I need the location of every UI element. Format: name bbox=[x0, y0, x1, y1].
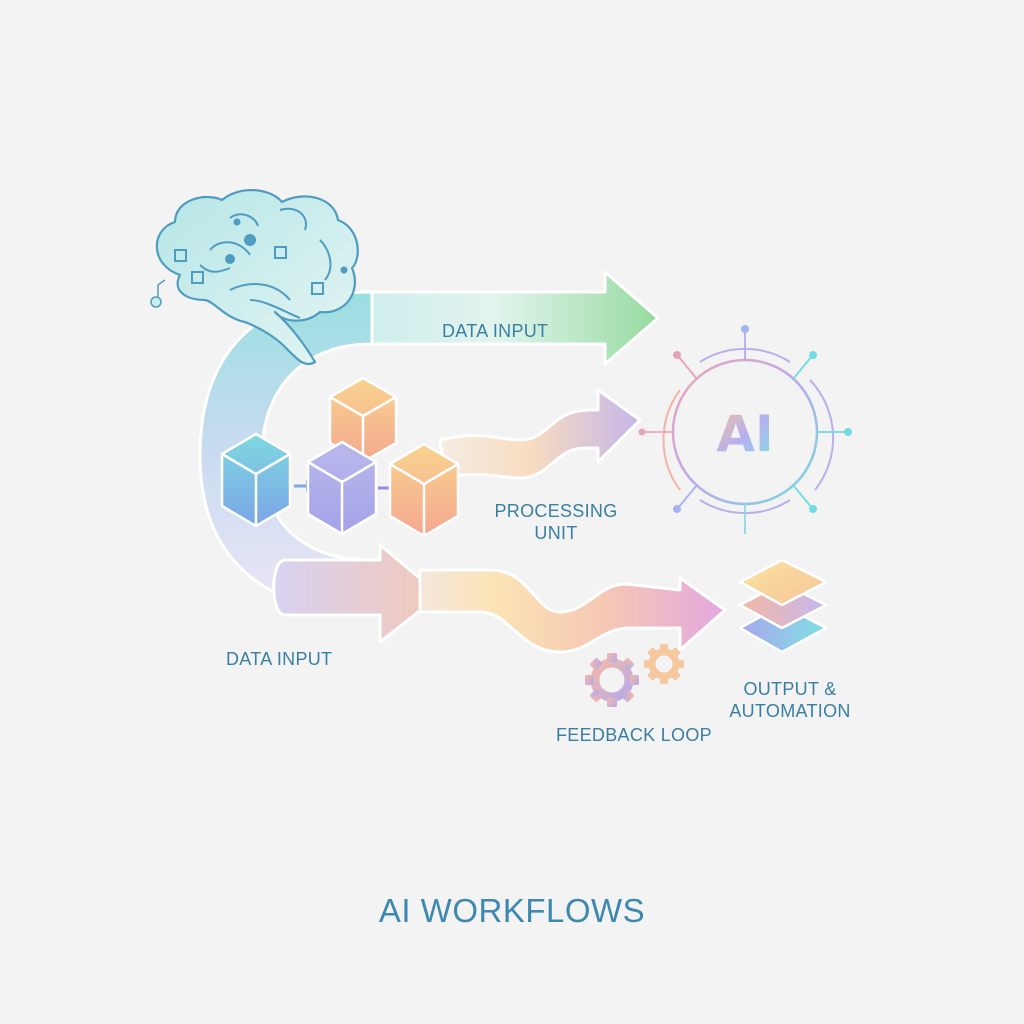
processing-label-line1: PROCESSING bbox=[494, 501, 618, 521]
feedback-loop-label: FEEDBACK LOOP bbox=[556, 725, 712, 745]
output-label-line1: OUTPUT & bbox=[743, 679, 837, 699]
gears-icon bbox=[585, 644, 684, 707]
output-automation-label: OUTPUT & AUTOMATION bbox=[720, 678, 860, 722]
ai-core-text: AI bbox=[716, 405, 773, 463]
ai-circuit-icon: AI bbox=[638, 325, 852, 534]
output-label-line2: AUTOMATION bbox=[729, 701, 851, 721]
data-input-bottom-label: DATA INPUT bbox=[226, 649, 333, 669]
data-input-top-label: DATA INPUT bbox=[442, 321, 549, 341]
workflow-loop-band bbox=[198, 270, 660, 644]
processing-flow-arrow bbox=[438, 388, 642, 480]
page-title: AI WORKFLOWS bbox=[378, 892, 646, 929]
processing-unit-label: PROCESSING UNIT bbox=[486, 500, 626, 544]
feedback-flow-arrow bbox=[418, 568, 727, 654]
layers-icon bbox=[738, 558, 828, 654]
brain-icon bbox=[150, 188, 359, 366]
cubes-icon bbox=[220, 376, 460, 538]
processing-label-line2: UNIT bbox=[534, 523, 578, 543]
